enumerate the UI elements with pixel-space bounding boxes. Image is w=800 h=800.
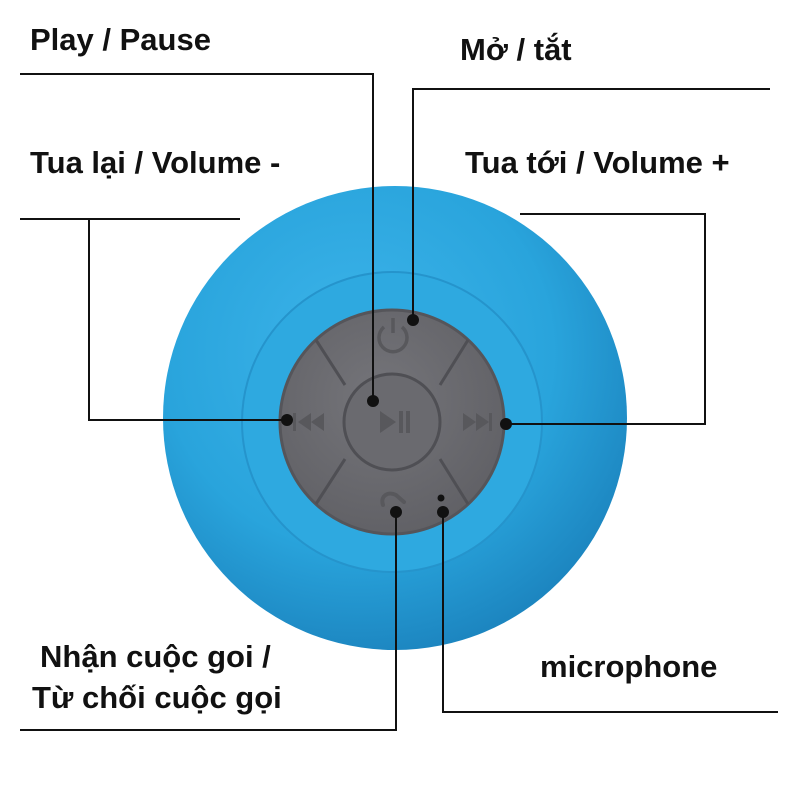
label-next-volume-up: Tua tới / Volume + bbox=[465, 145, 730, 180]
dot-next bbox=[500, 418, 512, 430]
phone-icon[interactable] bbox=[380, 491, 406, 507]
leader-lines bbox=[20, 73, 778, 731]
label-answer-call-line1: Nhận cuộc goi / bbox=[40, 639, 271, 674]
label-power: Mở / tắt bbox=[460, 31, 572, 67]
dot-microphone bbox=[437, 506, 449, 518]
power-icon[interactable] bbox=[377, 318, 409, 354]
dot-power bbox=[407, 314, 419, 326]
microphone-hole bbox=[437, 494, 445, 502]
pad-segment-lines bbox=[314, 339, 470, 505]
label-play-pause: Play / Pause bbox=[30, 22, 211, 57]
next-icon[interactable] bbox=[463, 413, 492, 431]
label-answer-call-line2: Từ chối cuộc gọi bbox=[32, 680, 282, 715]
previous-icon[interactable] bbox=[293, 413, 324, 431]
dot-answer-call bbox=[390, 506, 402, 518]
play-pause-icon bbox=[380, 411, 410, 433]
dot-previous bbox=[281, 414, 293, 426]
connector-dots bbox=[281, 314, 512, 518]
dot-play-pause bbox=[367, 395, 379, 407]
label-microphone: microphone bbox=[540, 649, 717, 684]
label-previous-volume-down: Tua lại / Volume - bbox=[30, 145, 280, 180]
